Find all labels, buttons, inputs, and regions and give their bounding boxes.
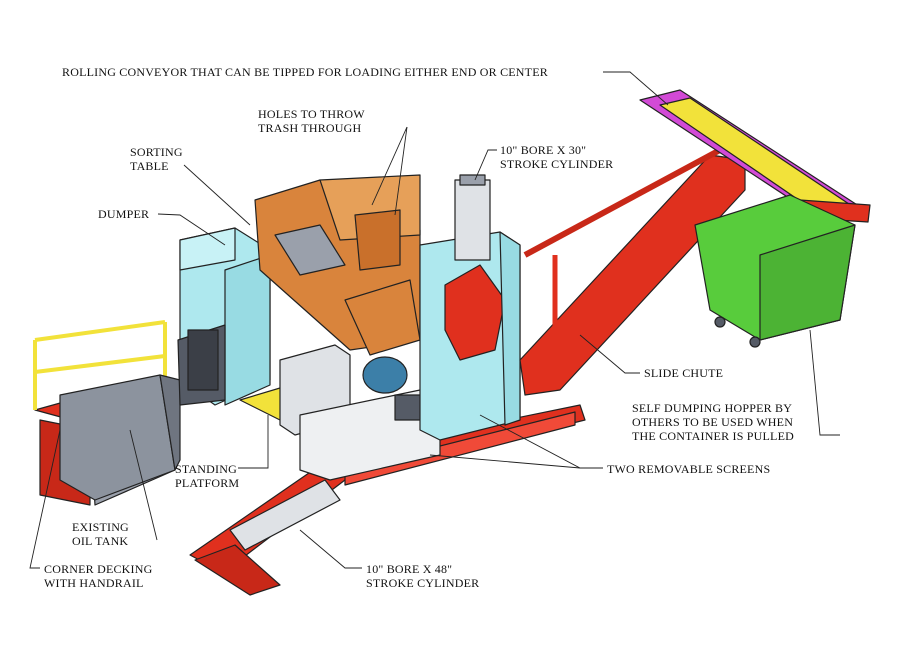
label-sorting-line1: SORTING: [130, 145, 183, 159]
label-decking-line2: WITH HANDRAIL: [44, 576, 144, 590]
baler-frame: [419, 231, 521, 441]
label-standing-line1: STANDING: [175, 462, 237, 476]
label-standing-line2: PLATFORM: [175, 476, 240, 490]
label-top-cyl-line1: 10" BORE X 30": [500, 143, 587, 157]
top-cylinder: [454, 174, 491, 261]
label-sorting-line2: TABLE: [130, 159, 169, 173]
leader-holes-1: [371, 126, 408, 206]
label-bottom-cyl-line1: 10" BORE X 48": [366, 562, 453, 576]
leader-chute: [579, 334, 640, 374]
leader-sorting: [183, 164, 251, 226]
label-top-cyl-line2: STROKE CYLINDER: [500, 157, 614, 171]
rolling-conveyor: [639, 89, 871, 226]
label-decking-line1: CORNER DECKING: [44, 562, 153, 576]
base-frame: [189, 404, 586, 596]
leader-dumper: [157, 213, 226, 246]
leader-holes-2: [394, 126, 408, 216]
leader-decking: [29, 429, 61, 569]
label-oil-line2: OIL TANK: [72, 534, 129, 548]
label-hopper-line3: THE CONTAINER IS PULLED: [632, 429, 794, 443]
power-unit: [299, 356, 441, 481]
slide-chute: [519, 147, 746, 396]
hopper: [694, 194, 856, 348]
oil-tank: [59, 374, 181, 501]
label-hopper-line1: SELF DUMPING HOPPER BY: [632, 401, 793, 415]
sorting-table: [254, 174, 421, 356]
leader-platform: [238, 415, 269, 469]
leader-oil: [129, 429, 158, 541]
label-hopper-line2: OTHERS TO BE USED WHEN: [632, 415, 794, 429]
leader-hopper: [809, 329, 840, 436]
leader-bottom-cyl: [299, 529, 362, 569]
leader-screens-2: [429, 454, 581, 469]
label-bottom-cyl-line2: STROKE CYLINDER: [366, 576, 480, 590]
label-holes-line1: HOLES TO THROW: [258, 107, 365, 121]
label-holes-line2: TRASH THROUGH: [258, 121, 362, 135]
leader-conveyor: [603, 71, 669, 106]
label-dumper: DUMPER: [98, 207, 150, 221]
label-oil-line1: EXISTING: [72, 520, 129, 534]
leader-top-cyl: [474, 149, 497, 181]
label-screens: TWO REMOVABLE SCREENS: [607, 462, 771, 476]
bottom-cylinder: [229, 479, 341, 551]
label-conveyor: ROLLING CONVEYOR THAT CAN BE TIPPED FOR …: [62, 65, 548, 79]
dumper: [177, 227, 271, 406]
label-slide-chute: SLIDE CHUTE: [644, 366, 724, 380]
